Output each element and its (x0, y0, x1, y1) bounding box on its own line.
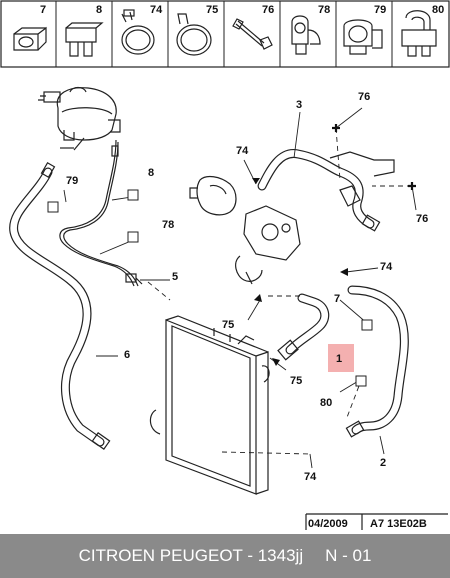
header-part-label-7: 7 (40, 4, 46, 16)
clip-78-icon (291, 15, 321, 55)
parts-header-strip: 7 8 74 75 76 (0, 0, 450, 68)
callout-80: 80 (320, 397, 332, 409)
clip-80-icon (401, 10, 437, 57)
header-part-label-74: 74 (150, 4, 163, 16)
screw-markers (332, 124, 416, 190)
header-part-label-8: 8 (96, 4, 102, 16)
expansion-tank (38, 86, 121, 151)
callout-6: 6 (124, 349, 130, 361)
callout-3: 3 (296, 99, 302, 111)
header-part-label-78: 78 (318, 4, 330, 16)
thermostat-housing (189, 175, 301, 285)
hose-6 (9, 161, 111, 450)
radiator (149, 315, 270, 495)
flow-arrows (252, 178, 348, 366)
header-part-label-76: 76 (262, 4, 274, 16)
callout-1: 1 (336, 353, 342, 365)
callout-74-top: 74 (236, 145, 249, 157)
level-sensor-wiring (59, 139, 143, 287)
callout-76-top: 76 (358, 91, 370, 103)
hose-clamp-74-icon (121, 9, 155, 55)
clip-8-icon (65, 22, 104, 57)
header-part-label-80: 80 (432, 4, 444, 16)
callout-76-right: 76 (416, 213, 428, 225)
hose-3 (257, 149, 395, 232)
reference-block: 04/2009 A7 13E02B (305, 513, 448, 530)
callout-8: 8 (148, 167, 154, 179)
reference-code: A7 13E02B (370, 518, 427, 530)
footer-part-reference: CITROEN PEUGEOT - 1343jj (78, 546, 304, 565)
clip-79-icon (343, 19, 383, 55)
callout-2: 2 (380, 457, 386, 469)
hose-clamp-75-icon (176, 13, 212, 56)
callout-75-left: 75 (222, 319, 234, 331)
hose-2 (345, 285, 409, 438)
callout-1-highlight (328, 344, 354, 372)
header-part-label-75: 75 (206, 4, 218, 16)
header-part-label-79: 79 (374, 4, 386, 16)
callout-5: 5 (172, 271, 178, 283)
callout-7: 7 (334, 293, 340, 305)
screw-76-icon (232, 18, 273, 50)
hose-1 (277, 293, 330, 361)
callout-74-bottom: 74 (304, 471, 317, 483)
footer-position: N - 01 (325, 546, 372, 565)
footer-bar: CITROEN PEUGEOT - 1343jj N - 01 (0, 534, 450, 578)
clip-7-icon (13, 26, 47, 51)
callout-75-right: 75 (290, 375, 302, 387)
callout-78: 78 (162, 219, 174, 231)
callout-labels: 3 76 74 79 8 78 5 76 74 7 75 1 75 6 80 2… (66, 91, 428, 483)
callout-79: 79 (66, 175, 78, 187)
reference-squares (47, 189, 373, 387)
reference-date: 04/2009 (308, 518, 348, 530)
callout-74-right: 74 (380, 261, 393, 273)
